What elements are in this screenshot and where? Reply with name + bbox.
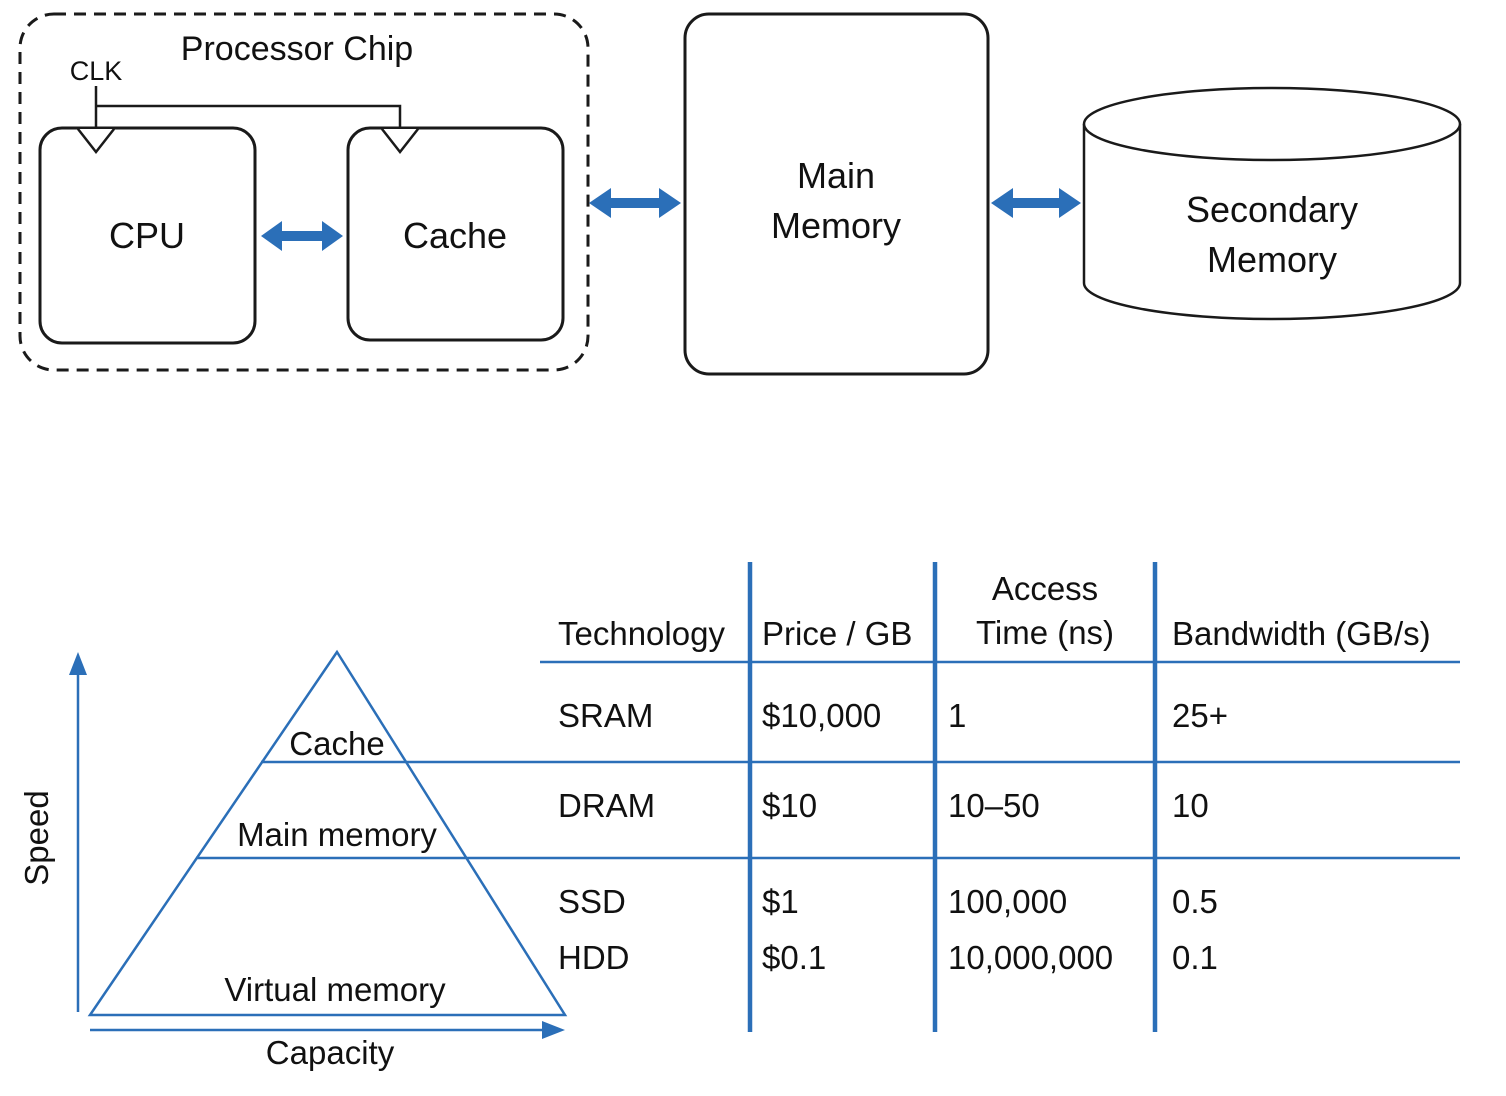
cell-access: 1 — [948, 697, 966, 734]
header-bandwidth: Bandwidth (GB/s) — [1172, 615, 1431, 652]
table-row: HDD $0.1 10,000,000 0.1 — [558, 939, 1218, 976]
cache-mainmemory-arrow-icon — [589, 188, 681, 218]
main-memory-label-line1: Main — [797, 155, 875, 196]
cell-price: $10,000 — [762, 697, 881, 734]
cell-bandwidth: 0.5 — [1172, 883, 1218, 920]
processor-chip-boundary — [18, 12, 590, 372]
pyramid-triangle — [87, 649, 568, 1017]
header-access-line1: Access — [992, 570, 1098, 607]
cache-label: Cache — [403, 215, 507, 256]
secondary-memory-label-line2: Memory — [1207, 239, 1337, 280]
clk-label: CLK — [70, 56, 123, 86]
header-price: Price / GB — [762, 615, 912, 652]
cell-tech: HDD — [558, 939, 630, 976]
cell-price: $0.1 — [762, 939, 826, 976]
cpu-clock-notch-icon — [77, 128, 115, 155]
cell-access: 10,000,000 — [948, 939, 1113, 976]
table-header-row: Technology Price / GB Access Time (ns) B… — [558, 570, 1431, 652]
cell-access: 10–50 — [948, 787, 1040, 824]
cell-price: $10 — [762, 787, 817, 824]
cell-tech: SSD — [558, 883, 626, 920]
cpu-cache-arrow-icon — [261, 221, 343, 251]
clk-wire — [94, 86, 402, 128]
cache-box — [346, 126, 565, 342]
cell-bandwidth: 0.1 — [1172, 939, 1218, 976]
table-row: DRAM $10 10–50 10 — [558, 787, 1209, 824]
technology-table: Technology Price / GB Access Time (ns) B… — [540, 562, 1460, 1032]
pyramid-level-main-memory: Main memory — [237, 816, 437, 853]
main-memory-label-line2: Memory — [771, 205, 901, 246]
secondary-memory-cylinder — [1082, 86, 1462, 321]
mainmemory-secondary-arrow-icon — [991, 188, 1081, 218]
cpu-label: CPU — [109, 215, 185, 256]
table-row: SSD $1 100,000 0.5 — [558, 883, 1218, 920]
capacity-axis-label: Capacity — [266, 1034, 395, 1071]
block-diagram: Processor Chip CLK CPU Cache Main Memory — [18, 12, 1462, 376]
speed-axis-label: Speed — [18, 790, 55, 885]
pyramid-level-virtual-memory: Virtual memory — [224, 971, 446, 1008]
cell-price: $1 — [762, 883, 799, 920]
cell-tech: DRAM — [558, 787, 655, 824]
pyramid-level-cache: Cache — [289, 725, 384, 762]
main-memory-box — [683, 12, 990, 376]
processor-chip-label: Processor Chip — [181, 30, 413, 68]
cell-access: 100,000 — [948, 883, 1067, 920]
capacity-axis-arrow-icon — [90, 1021, 565, 1039]
speed-axis-arrow-icon — [69, 652, 87, 1012]
cell-tech: SRAM — [558, 697, 653, 734]
cpu-box — [38, 126, 257, 345]
secondary-memory-label-line1: Secondary — [1186, 189, 1358, 230]
header-access-line2: Time (ns) — [976, 614, 1114, 651]
pyramid-diagram: Cache Main memory Virtual memory Speed C… — [18, 649, 1460, 1071]
cell-bandwidth: 25+ — [1172, 697, 1228, 734]
cell-bandwidth: 10 — [1172, 787, 1209, 824]
header-technology: Technology — [558, 615, 725, 652]
cache-clock-notch-icon — [381, 128, 419, 155]
table-row: SRAM $10,000 1 25+ — [558, 697, 1228, 734]
